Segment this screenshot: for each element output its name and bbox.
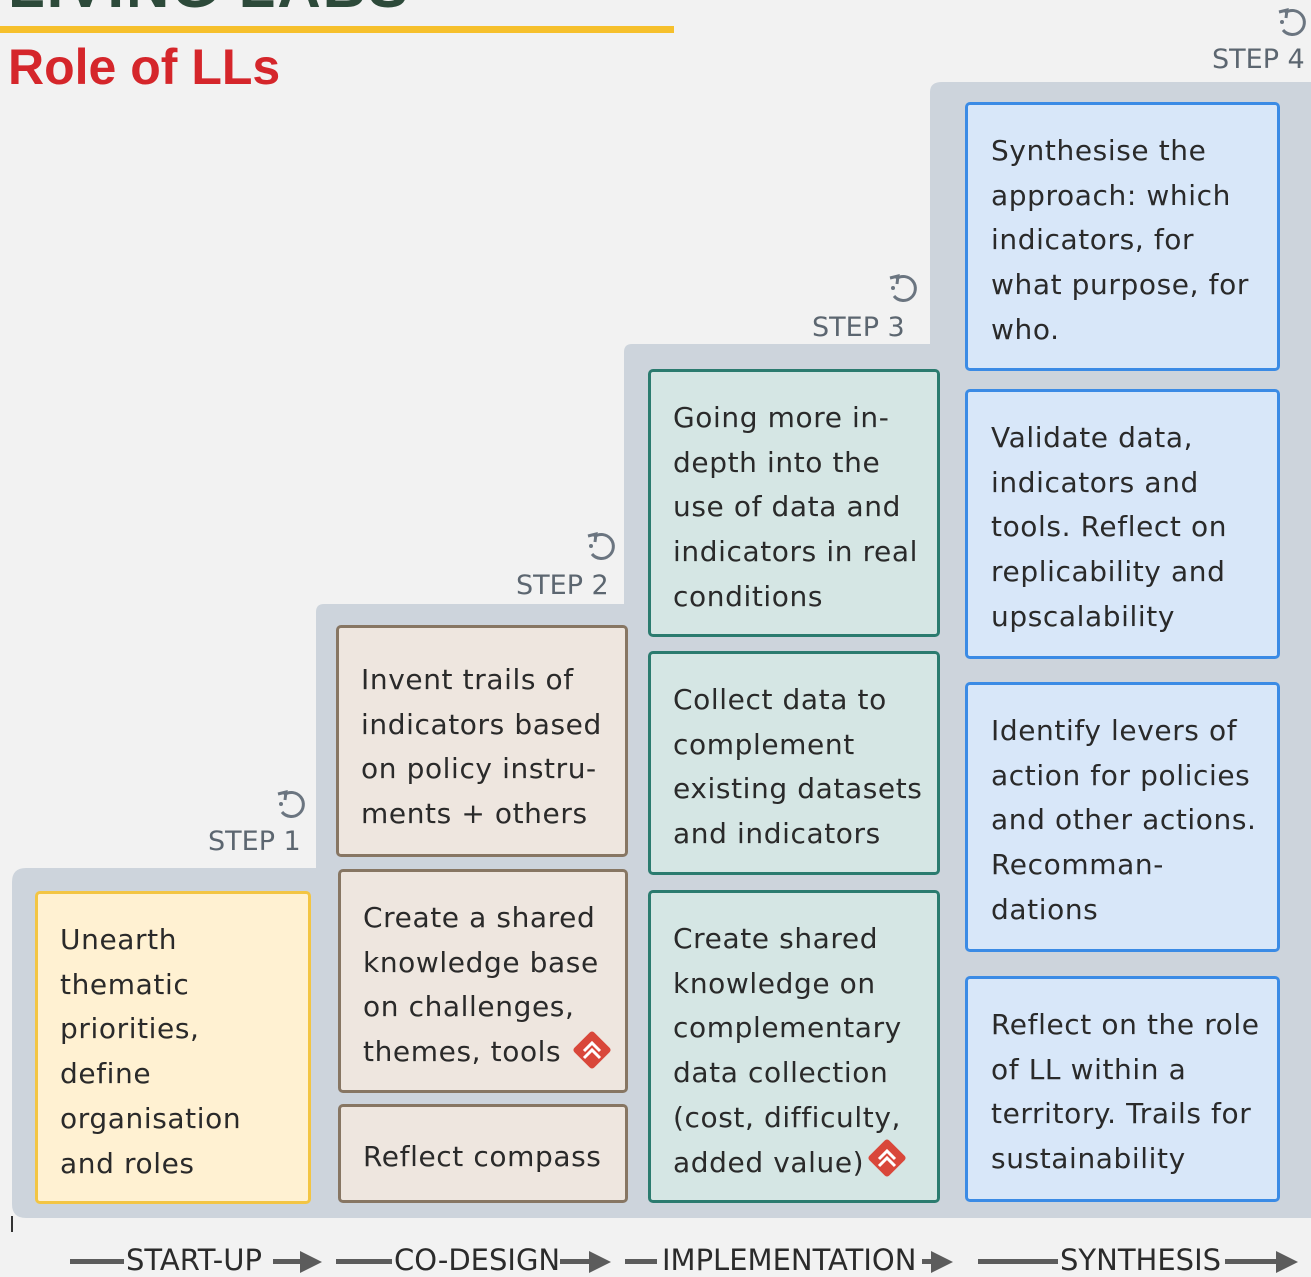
step3-box-2: Collect data to complement existing data… — [648, 651, 940, 875]
step4-box-3-text: Identify levers of action for policies a… — [991, 714, 1257, 926]
step2-box-1: Invent trails of indicators based on pol… — [336, 625, 628, 857]
phase-start-up: START-UP — [126, 1243, 262, 1277]
priority-diamond-icon — [868, 1139, 906, 1177]
phase-implementation: IMPLEMENTATION — [662, 1243, 917, 1277]
step1-box-text: Unearth thematic priorities, define orga… — [60, 923, 242, 1180]
step2-refresh-icon — [587, 532, 615, 560]
step2-box-1-text: Invent trails of indicators based on pol… — [361, 663, 602, 831]
step3-box-1-text: Going more in- depth into the use of dat… — [673, 401, 919, 613]
step4-box-1-text: Synthesise the approach: which indicator… — [991, 134, 1249, 346]
step2-label: STEP 2 — [516, 570, 609, 601]
arrow-right-icon — [1276, 1251, 1298, 1273]
phase-line — [625, 1259, 657, 1264]
arrow-right-icon — [300, 1251, 322, 1273]
phase-line — [70, 1259, 124, 1264]
step3-box-3-text: Create shared knowledge on complementary… — [673, 922, 902, 1179]
phase-line — [560, 1259, 590, 1264]
step3-refresh-icon — [889, 274, 917, 302]
cut-off-heading: LIVING LABS — [8, 0, 410, 21]
phase-co-design: CO-DESIGN — [394, 1243, 561, 1277]
yellow-divider — [0, 26, 674, 33]
step4-box-1: Synthesise the approach: which indicator… — [965, 102, 1280, 371]
priority-diamond-icon — [573, 1031, 611, 1069]
step4-box-2-text: Validate data, indicators and tools. Ref… — [991, 421, 1228, 633]
page-title: Role of LLs — [8, 39, 281, 95]
phase-line — [273, 1259, 303, 1264]
step4-box-4: Reflect on the role of LL within a terri… — [965, 976, 1280, 1202]
step4-box-2: Validate data, indicators and tools. Ref… — [965, 389, 1280, 659]
phase-line — [336, 1259, 392, 1264]
step1-box: Unearth thematic priorities, define orga… — [35, 891, 311, 1204]
step4-box-3: Identify levers of action for policies a… — [965, 682, 1280, 952]
step4-label: STEP 4 — [1212, 44, 1305, 75]
phase-synthesis: SYNTHESIS — [1060, 1243, 1222, 1277]
phase-line — [1225, 1259, 1277, 1264]
step2-box-3: Reflect compass — [338, 1104, 628, 1203]
step1-label: STEP 1 — [208, 826, 301, 857]
arrow-right-icon — [589, 1251, 611, 1273]
arrow-right-icon — [931, 1251, 953, 1273]
step4-box-4-text: Reflect on the role of LL within a terri… — [991, 1008, 1260, 1176]
phase-line — [922, 1259, 932, 1264]
step3-box-1: Going more in- depth into the use of dat… — [648, 369, 940, 637]
tick-mark — [11, 1216, 13, 1232]
step3-label: STEP 3 — [812, 312, 905, 343]
step2-box-3-text: Reflect compass — [363, 1140, 602, 1173]
phase-line — [978, 1259, 1058, 1264]
step1-refresh-icon — [277, 790, 305, 818]
step4-refresh-icon — [1278, 8, 1306, 36]
step2-box-2-text: Create a shared knowledge base on challe… — [363, 901, 599, 1069]
step2-box-2: Create a shared knowledge base on challe… — [338, 869, 628, 1093]
step3-box-2-text: Collect data to complement existing data… — [673, 683, 923, 851]
